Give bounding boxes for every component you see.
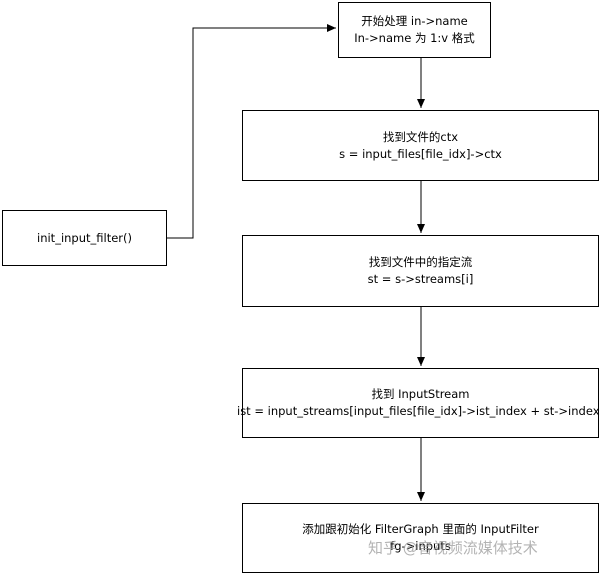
addfilter-node: 添加跟初始化 FilterGraph 里面的 InputFilter fg->i… — [242, 503, 599, 573]
stream-node-line1: 找到文件中的指定流 — [368, 255, 473, 269]
ctx-node: 找到文件的ctx s = input_files[file_idx]->ctx — [242, 110, 599, 181]
ctx-node-line1: 找到文件的ctx — [382, 129, 459, 144]
addfilter-node-line2: fg->inputs — [390, 539, 451, 553]
stream-node-line2: st = s->streams[i] — [367, 272, 474, 286]
entry-node-label: init_input_filter() — [37, 230, 132, 245]
start-node-line1: 开始处理 in->name — [361, 14, 468, 28]
inputstream-node: 找到 InputStream ist = input_streams[input… — [237, 368, 600, 438]
ctx-node-line2: s = input_files[file_idx]->ctx — [339, 146, 502, 161]
entry-node: init_input_filter() — [2, 210, 167, 266]
inputstream-node-line2: ist = input_streams[input_files[file_idx… — [237, 404, 600, 418]
start-node-line2: In->name 为 1:v 格式 — [354, 31, 475, 45]
arrow-entry-to-start — [167, 24, 336, 239]
addfilter-node-line1: 添加跟初始化 FilterGraph 里面的 InputFilter — [302, 522, 539, 536]
stream-node: 找到文件中的指定流 st = s->streams[i] — [242, 235, 599, 307]
inputstream-node-line1: 找到 InputStream — [371, 387, 470, 401]
start-node: 开始处理 in->name In->name 为 1:v 格式 — [338, 2, 491, 58]
watermark: 知乎 @音视频流媒体技术 — [368, 539, 538, 557]
